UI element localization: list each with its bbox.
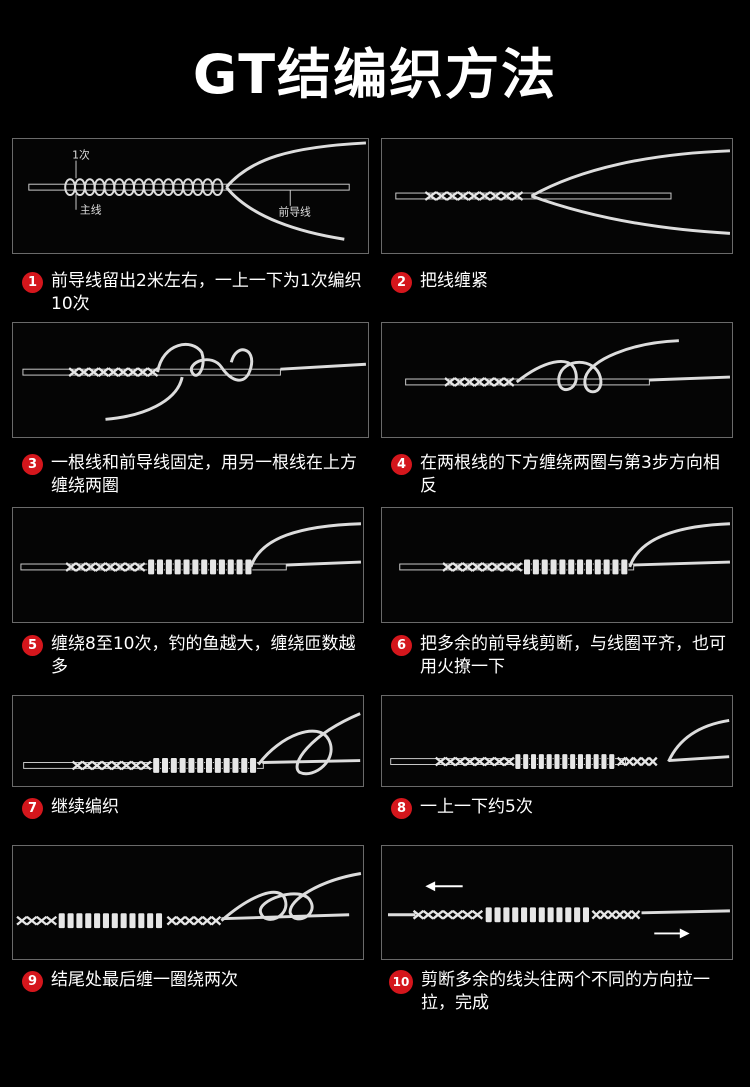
arrow-left-head-icon	[425, 881, 436, 892]
step-2-diagram	[381, 138, 733, 254]
step-6-caption: 6 把多余的前导线剪断，与线圈平齐，也可用火撩一下	[391, 633, 736, 679]
step-5-caption: 5 缠绕8至10次，钓的鱼越大，缠绕匝数越多	[22, 633, 367, 679]
step-number-badge: 10	[389, 970, 413, 994]
step-text: 一上一下约5次	[420, 797, 533, 817]
step-3-caption: 3 一根线和前导线固定，用另一根线在上方缠绕两圈	[22, 452, 367, 498]
step-text: 缠绕8至10次，钓的鱼越大，缠绕匝数越多	[51, 634, 356, 677]
step-number-badge: 6	[391, 635, 412, 656]
step-7-diagram	[12, 695, 364, 787]
step-number-badge: 1	[22, 272, 43, 293]
step-10-diagram	[381, 845, 733, 960]
step-9-diagram	[12, 845, 364, 960]
count-label: 1次	[72, 148, 90, 162]
step-text: 继续编织	[51, 797, 119, 817]
arrow-right-head-icon	[679, 928, 690, 939]
step-text: 剪断多余的线头往两个不同的方向拉一拉，完成	[421, 970, 710, 1013]
step-4-diagram	[381, 322, 733, 438]
leader-line-label: 前导线	[278, 205, 311, 219]
step-8-diagram	[381, 695, 733, 787]
step-5-diagram	[12, 507, 364, 623]
step-number-badge: 2	[391, 272, 412, 293]
step-2-caption: 2 把线缠紧	[391, 270, 731, 293]
step-8-caption: 8 一上一下约5次	[391, 796, 731, 819]
page-title: GT结编织方法	[192, 43, 558, 106]
step-number-badge: 4	[391, 454, 412, 475]
step-text: 把多余的前导线剪断，与线圈平齐，也可用火撩一下	[420, 634, 726, 677]
step-7-caption: 7 继续编织	[22, 796, 367, 819]
step-3-diagram	[12, 322, 369, 438]
step-text: 结尾处最后缠一圈绕两次	[51, 970, 238, 990]
step-number-badge: 5	[22, 635, 43, 656]
step-1-caption: 1 前导线留出2米左右，一上一下为1次编织10次	[22, 270, 367, 316]
step-text: 前导线留出2米左右，一上一下为1次编织10次	[51, 271, 362, 314]
step-1-diagram: 1次 主线 前导线	[12, 138, 369, 254]
main-line-label: 主线	[80, 203, 102, 217]
step-4-caption: 4 在两根线的下方缠绕两圈与第3步方向相反	[391, 452, 731, 498]
step-number-badge: 8	[391, 798, 412, 819]
step-10-caption: 10 剪断多余的线头往两个不同的方向拉一拉，完成	[389, 969, 734, 1015]
step-text: 在两根线的下方缠绕两圈与第3步方向相反	[420, 453, 720, 496]
step-text: 把线缠紧	[420, 271, 488, 291]
step-6-diagram	[381, 507, 733, 623]
step-text: 一根线和前导线固定，用另一根线在上方缠绕两圈	[51, 453, 357, 496]
step-number-badge: 9	[22, 971, 43, 992]
step-9-caption: 9 结尾处最后缠一圈绕两次	[22, 969, 367, 992]
step-number-badge: 3	[22, 454, 43, 475]
step-number-badge: 7	[22, 798, 43, 819]
